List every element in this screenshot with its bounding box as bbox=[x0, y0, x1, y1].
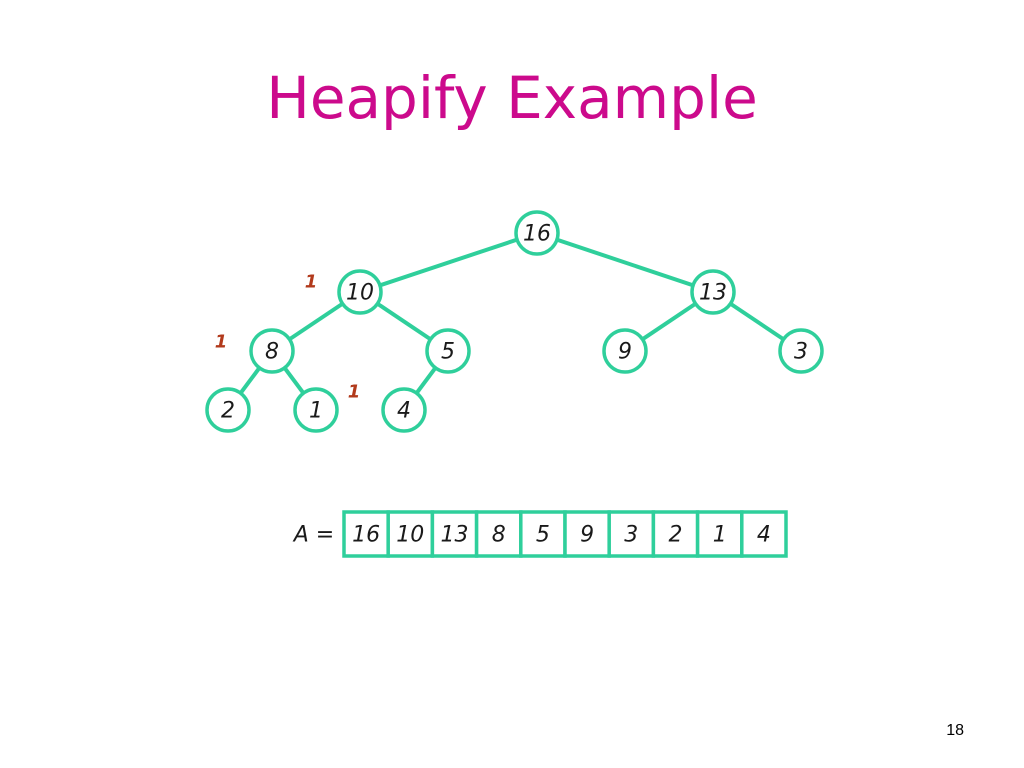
tree-node: 3 bbox=[778, 328, 824, 374]
tree-node-circle bbox=[249, 328, 295, 374]
array-cell-label: 4 bbox=[757, 523, 771, 548]
array-name: A = bbox=[292, 523, 334, 548]
array-cell-box bbox=[386, 510, 435, 558]
array-cell-label: 13 bbox=[441, 523, 469, 548]
tree-node-label: 5 bbox=[441, 340, 455, 365]
tree-node-label: 9 bbox=[618, 340, 632, 365]
tree-node-circle bbox=[778, 328, 824, 374]
tree-node-circle bbox=[425, 328, 471, 374]
tree-annotations: 1 1 1 bbox=[215, 272, 361, 403]
tree-node-circle bbox=[602, 328, 648, 374]
array-cell-label: 1 bbox=[713, 523, 727, 548]
array-cell-label: 10 bbox=[396, 523, 424, 548]
array-cell-label: 9 bbox=[580, 523, 594, 548]
tree-node: 1 bbox=[293, 387, 339, 433]
tree-node-circle bbox=[337, 269, 383, 315]
array-cell-label: 3 bbox=[624, 523, 638, 548]
array-cell-box bbox=[651, 510, 700, 558]
array-A: A = 16 10 13 8 5 9 3 2 1 4 bbox=[292, 510, 788, 558]
tree-node-label: 1 bbox=[309, 399, 323, 424]
array-cell: 2 bbox=[651, 510, 700, 558]
array-cell-label: 5 bbox=[536, 523, 550, 548]
tree-node: 13 bbox=[690, 269, 736, 315]
array-cell: 1 bbox=[695, 510, 744, 558]
tree-node: 10 bbox=[337, 269, 383, 315]
tree-node-label: 10 bbox=[346, 281, 374, 306]
tree-node: 4 bbox=[381, 387, 427, 433]
array-cell-label: 16 bbox=[352, 523, 380, 548]
array-cell: 8 bbox=[474, 510, 523, 558]
page-number: 18 bbox=[946, 722, 964, 739]
tree-node-label: 4 bbox=[397, 399, 411, 424]
tree-edge-0 bbox=[359, 231, 538, 294]
array-cell: 16 bbox=[342, 510, 390, 558]
array-cell: 9 bbox=[563, 510, 611, 558]
array-cell-box bbox=[740, 510, 788, 558]
tree-node-label: 2 bbox=[221, 399, 235, 424]
tree-node-label: 16 bbox=[523, 222, 551, 247]
array-cell: 5 bbox=[519, 510, 567, 558]
array-cell-box bbox=[519, 510, 567, 558]
tree-node: 9 bbox=[602, 328, 648, 374]
tree-edge-1 bbox=[536, 231, 714, 294]
array-cell: 4 bbox=[740, 510, 788, 558]
tree-nodes: 16 10 13 8 5 9 3 2 1 4 bbox=[205, 210, 824, 433]
tree-node-label: 3 bbox=[794, 340, 808, 365]
array-cell: 3 bbox=[607, 510, 656, 558]
tree-node: 8 bbox=[249, 328, 295, 374]
slide-title: Heapify Example bbox=[266, 64, 758, 132]
array-cell-label: 2 bbox=[669, 523, 683, 548]
tree-edges bbox=[226, 231, 803, 412]
tree-node-circle bbox=[205, 387, 251, 433]
tree-node-circle bbox=[293, 387, 339, 433]
tree-node-circle bbox=[514, 210, 560, 256]
tree-node-label: 8 bbox=[265, 340, 279, 365]
tree-annotation: 1 bbox=[215, 332, 228, 353]
tree-node-circle bbox=[381, 387, 427, 433]
tree-annotation: 1 bbox=[348, 382, 361, 403]
tree-node: 2 bbox=[205, 387, 251, 433]
tree-annotation: 1 bbox=[305, 272, 318, 293]
tree-node-circle bbox=[690, 269, 736, 315]
array-cell: 10 bbox=[386, 510, 435, 558]
tree-node-label: 13 bbox=[699, 281, 727, 306]
tree-node: 16 bbox=[514, 210, 560, 256]
array-cell-label: 8 bbox=[492, 523, 506, 548]
array-cell: 13 bbox=[430, 510, 479, 558]
array-cell-box bbox=[474, 510, 523, 558]
array-cell-box bbox=[430, 510, 479, 558]
tree-node: 5 bbox=[425, 328, 471, 374]
array-cell-box bbox=[342, 510, 390, 558]
